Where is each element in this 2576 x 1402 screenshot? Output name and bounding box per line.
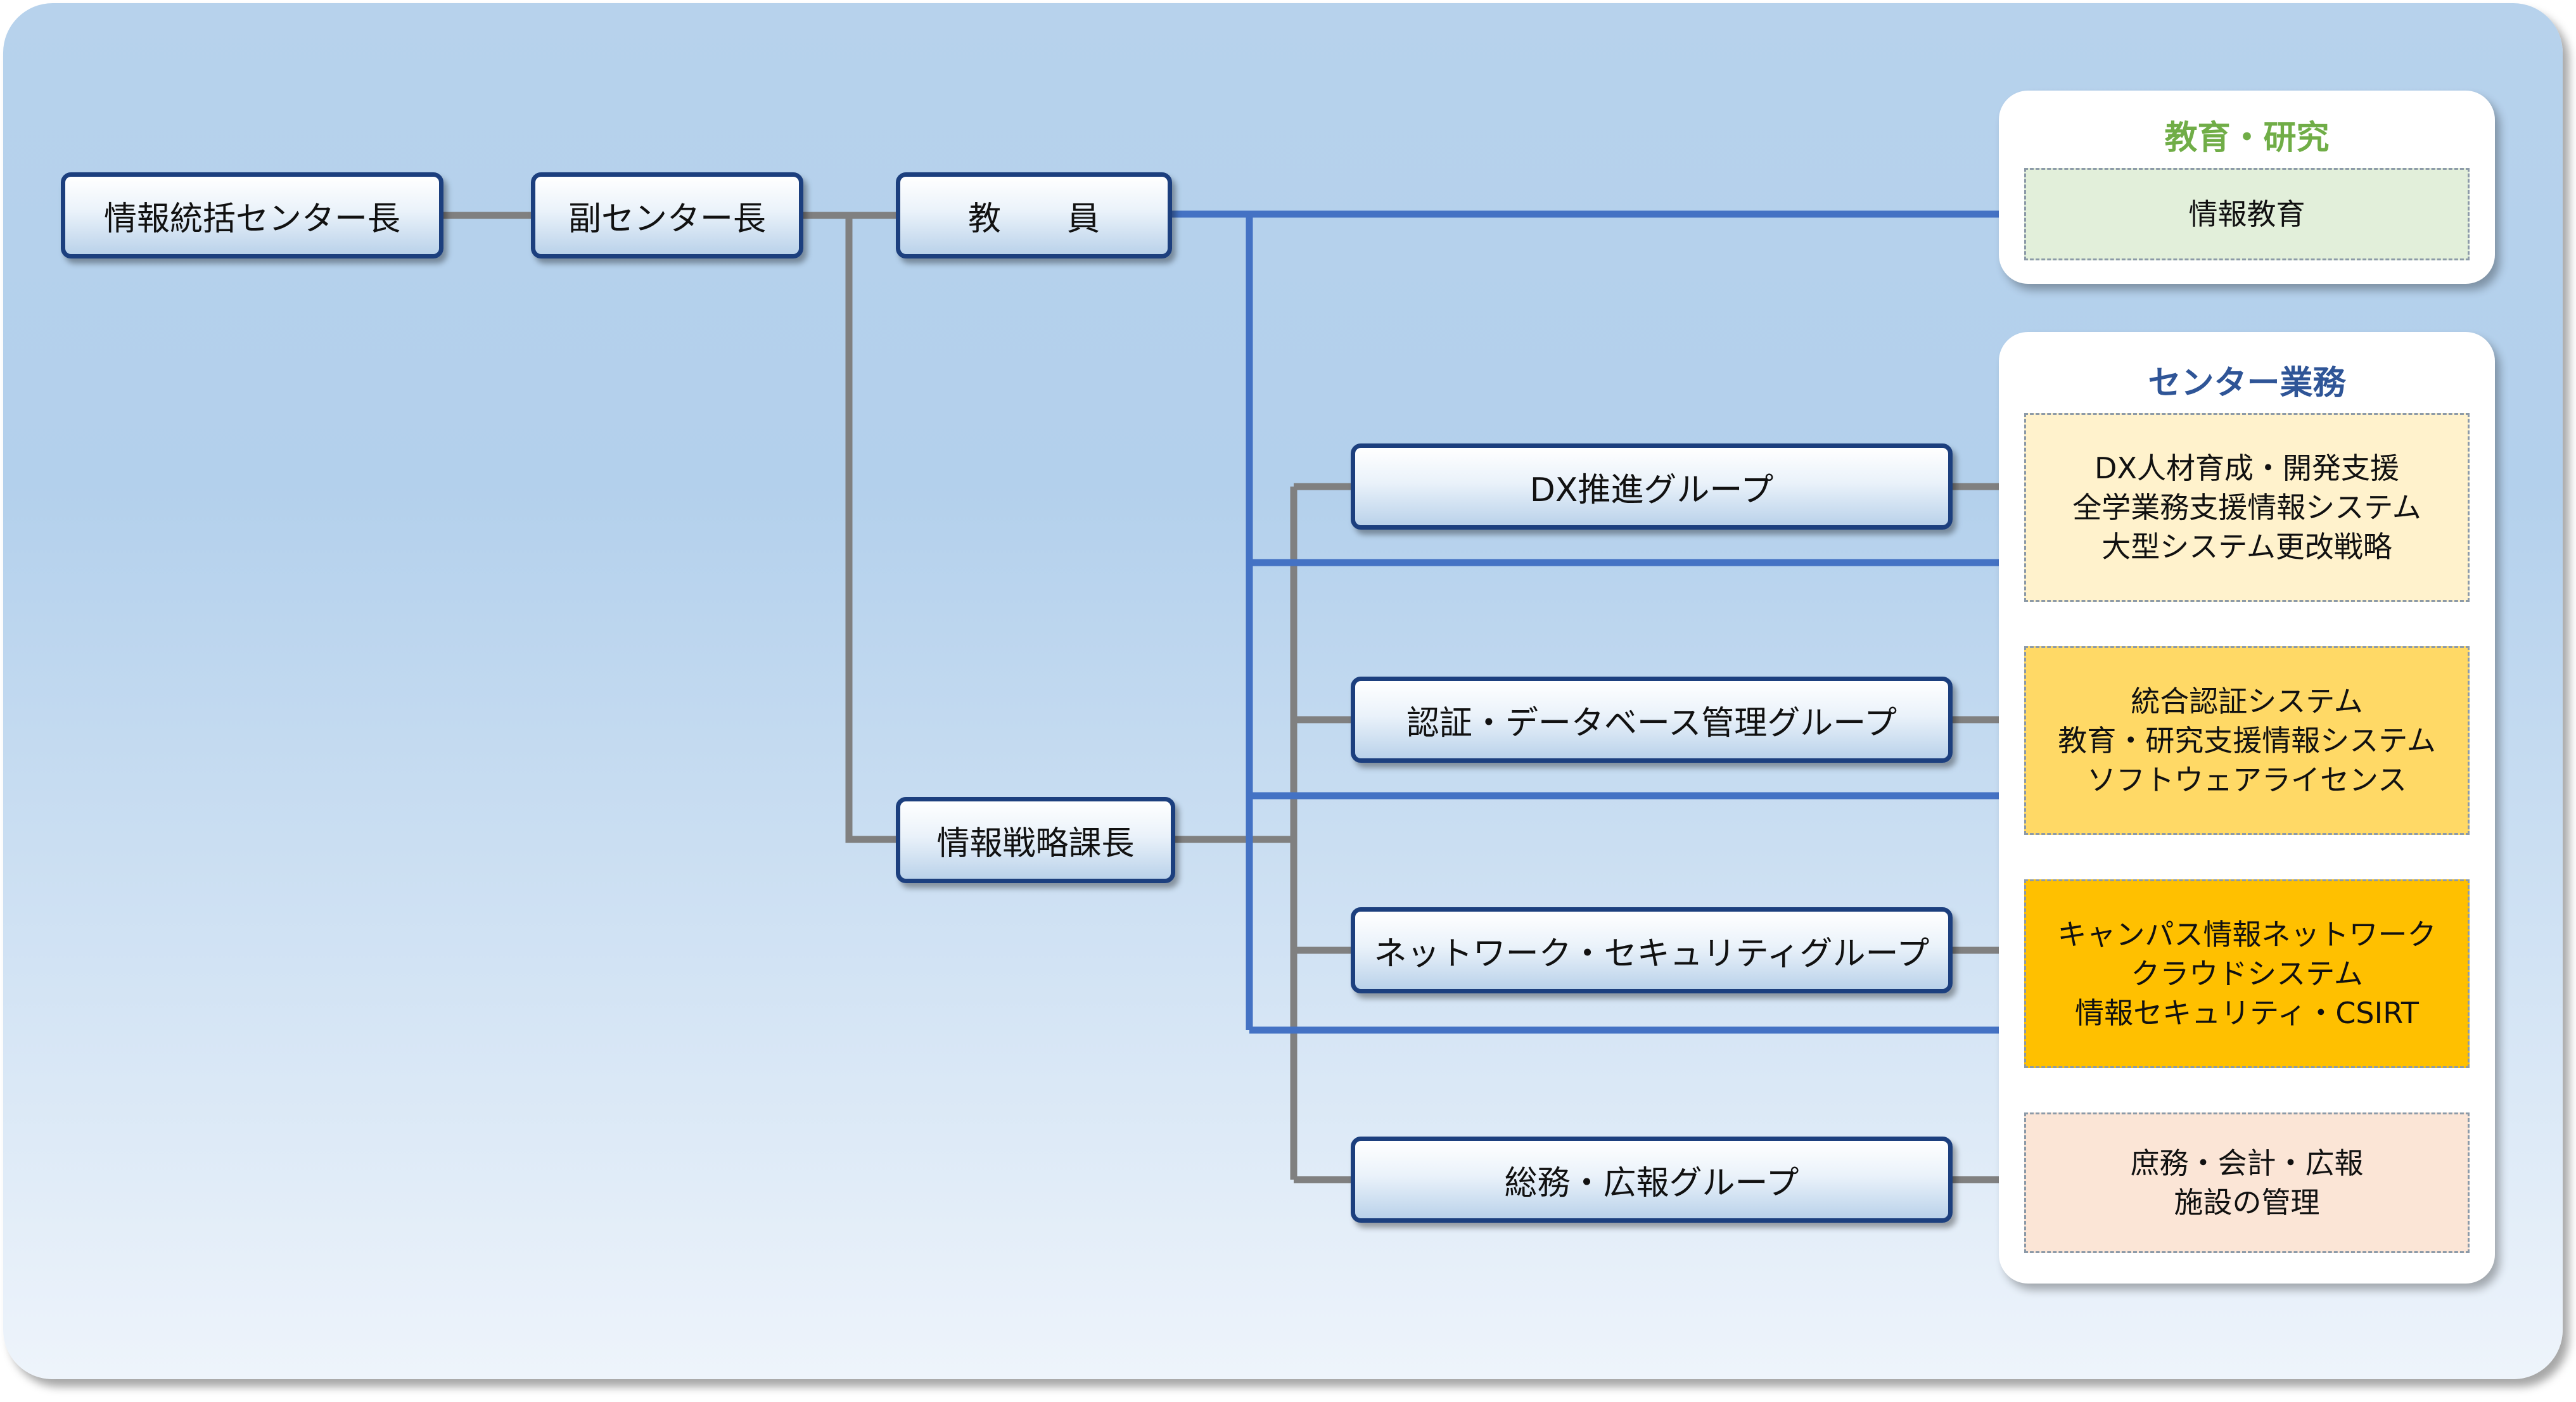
auth-duty-item: 教育・研究支援情報システム <box>2058 723 2436 758</box>
blue-arrows <box>1249 210 2048 1034</box>
vice-director-node: 副センター長 <box>531 172 803 258</box>
auth-duty-item: ソフトウェアライセンス <box>2086 763 2407 797</box>
network-duty-item: キャンパス情報ネットワーク <box>2057 917 2437 952</box>
dx-duties-cell: DX人材育成・開発支援 全学業務支援情報システム 大型システム更改戦略 <box>2024 413 2470 602</box>
dx-duty-item: DX人材育成・開発支援 <box>2095 451 2399 485</box>
director-node: 情報統括センター長 <box>61 172 443 258</box>
center-panel-title: センター業務 <box>2148 364 2346 402</box>
network-duty-item: 情報セキュリティ・CSIRT <box>2075 996 2419 1030</box>
education-item: 情報教育 <box>2188 197 2305 231</box>
auth-duties-cell: 統合認証システム 教育・研究支援情報システム ソフトウェアライセンス <box>2024 646 2470 835</box>
general-duty-item: 施設の管理 <box>2174 1185 2320 1220</box>
center-operations-panel: センター業務 DX人材育成・開発支援 全学業務支援情報システム 大型システム更改… <box>1999 332 2495 1284</box>
dx-duty-item: 全学業務支援情報システム <box>2072 490 2421 525</box>
blue-connectors <box>1172 210 1253 1030</box>
general-pr-group-node: 総務・広報グループ <box>1351 1137 1953 1223</box>
strategy-manager-node: 情報戦略課長 <box>896 797 1175 883</box>
education-cell: 情報教育 <box>2024 168 2470 260</box>
general-duties-cell: 庶務・会計・広報 施設の管理 <box>2024 1112 2470 1253</box>
network-duties-cell: キャンパス情報ネットワーク クラウドシステム 情報セキュリティ・CSIRT <box>2024 879 2470 1068</box>
gray-connectors <box>443 212 1351 1183</box>
network-security-group-node: ネットワーク・セキュリティグループ <box>1351 907 1953 993</box>
general-duty-item: 庶務・会計・広報 <box>2130 1146 2364 1180</box>
network-duty-item: クラウドシステム <box>2131 957 2363 991</box>
auth-duty-item: 統合認証システム <box>2131 684 2363 718</box>
faculty-node: 教 員 <box>896 172 1172 258</box>
dx-duty-item: 大型システム更改戦略 <box>2101 530 2392 564</box>
education-panel-title: 教育・研究 <box>2164 119 2330 157</box>
dx-group-node: DX推進グループ <box>1351 443 1953 530</box>
auth-db-group-node: 認証・データベース管理グループ <box>1351 677 1953 763</box>
education-panel: 教育・研究 情報教育 <box>1999 91 2495 284</box>
